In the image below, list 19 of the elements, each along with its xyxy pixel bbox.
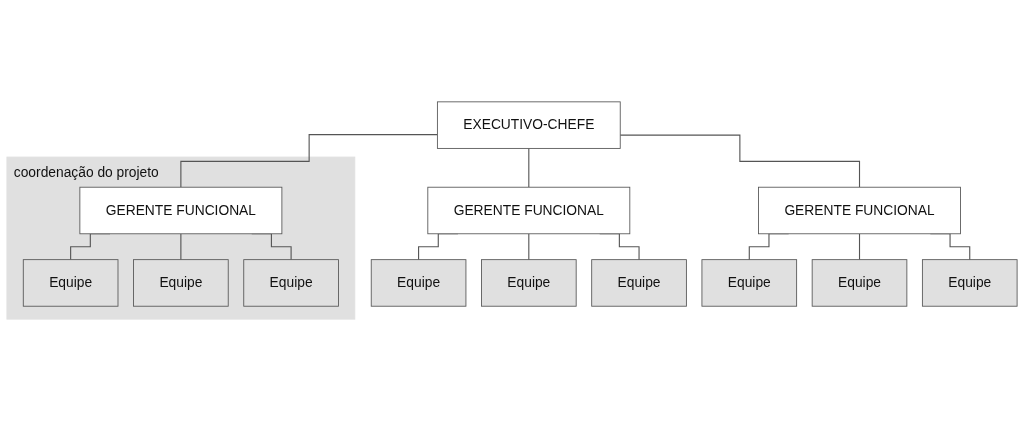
connector	[619, 134, 861, 188]
node-box: EXECUTIVO-CHEFE	[436, 101, 621, 149]
connector	[180, 233, 182, 261]
node-box: Equipe	[921, 259, 1018, 307]
node-box: Equipe	[701, 259, 798, 307]
node-box: Equipe	[591, 259, 687, 307]
connector	[528, 147, 530, 188]
node-box: Equipe	[133, 259, 229, 307]
connector	[858, 233, 861, 261]
node-box: Equipe	[22, 259, 119, 307]
node-box: GERENTE FUNCIONAL	[758, 186, 961, 235]
node-box: Equipe	[811, 259, 908, 307]
connector	[180, 134, 438, 188]
node-box: GERENTE FUNCIONAL	[427, 186, 631, 235]
node-box: Equipe	[243, 259, 339, 307]
connector	[528, 233, 530, 261]
node-box: GERENTE FUNCIONAL	[79, 186, 283, 235]
node-box: Equipe	[481, 259, 577, 307]
node-box: Equipe	[370, 259, 467, 307]
